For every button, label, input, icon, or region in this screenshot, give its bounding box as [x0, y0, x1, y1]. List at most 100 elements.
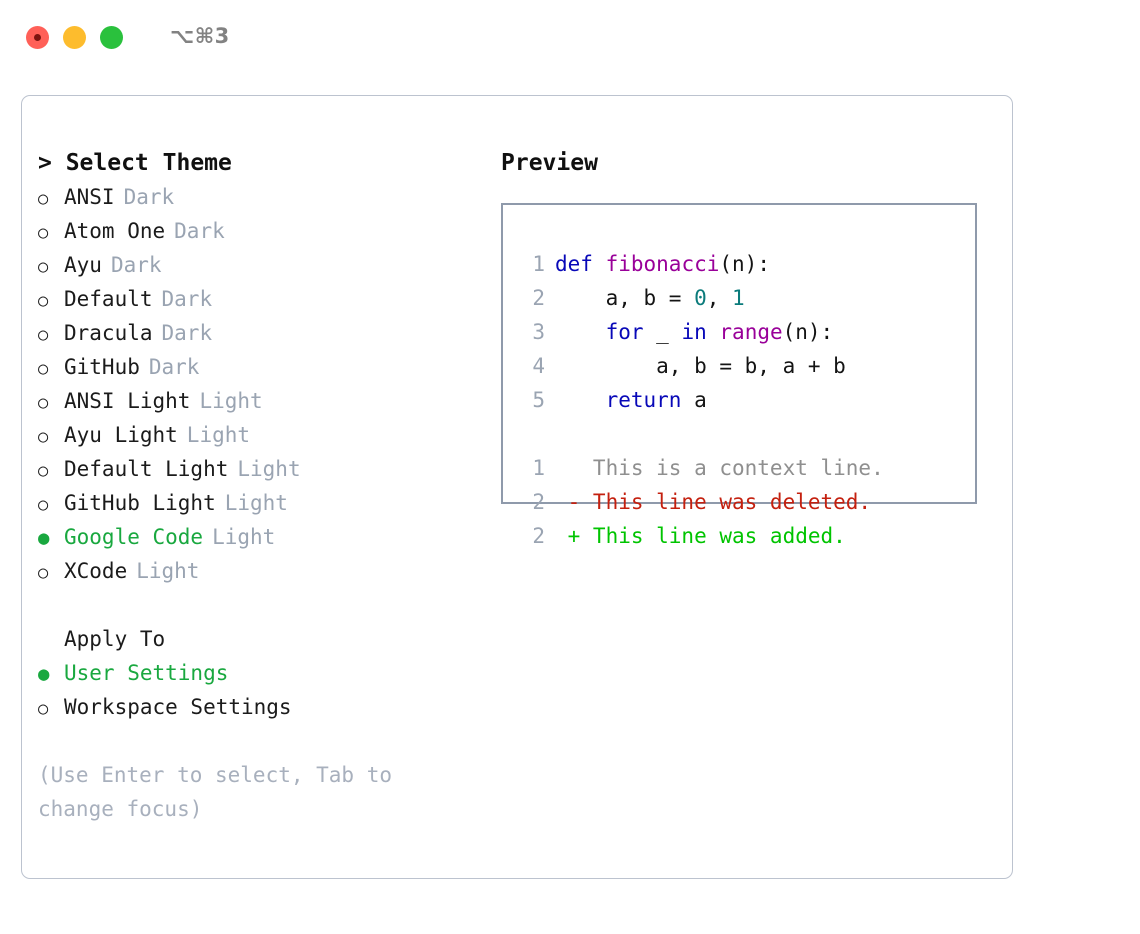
code-token	[593, 247, 606, 281]
preview-column: Preview	[501, 146, 996, 180]
theme-option-label: GitHub	[64, 355, 140, 379]
code-line: 4 a, b = b, a + b	[519, 349, 884, 383]
code-token	[555, 383, 606, 417]
close-window-button[interactable]	[26, 26, 49, 49]
line-number: 4	[532, 354, 545, 378]
theme-option-tag: Dark	[174, 219, 225, 243]
select-theme-heading: > Select Theme	[38, 150, 232, 176]
radio-unselected-icon: ○	[38, 189, 49, 209]
apply-to-section: Apply To ●User Settings○Workspace Settin…	[38, 622, 478, 724]
line-number: 2	[532, 490, 545, 514]
apply-to-heading: Apply To	[38, 622, 478, 656]
diff-line-del: 2 - This line was deleted.	[519, 485, 884, 519]
theme-option-tag: Dark	[161, 321, 213, 345]
code-token: return	[605, 388, 682, 412]
code-line: 5 return a	[519, 383, 884, 417]
code-blank-line	[519, 417, 884, 451]
theme-option-tag: Light	[186, 423, 251, 447]
apply-to-option-user-settings[interactable]: ●User Settings	[38, 656, 478, 690]
diff-line-text: This is a context line.	[555, 456, 884, 480]
theme-option-label: Default Light	[64, 457, 229, 481]
theme-option-default[interactable]: ○ Default Dark	[38, 282, 478, 316]
apply-to-list: ●User Settings○Workspace Settings	[38, 656, 478, 724]
theme-option-tag: Light	[212, 525, 276, 549]
line-number: 1	[532, 252, 545, 276]
radio-selected-icon: ●	[38, 527, 50, 549]
code-line: 3 for _ in range(n):	[519, 315, 884, 349]
theme-option-label: Ayu Light	[64, 423, 178, 447]
theme-option-tag: Light	[136, 559, 200, 583]
theme-option-tag: Light	[224, 491, 288, 515]
apply-to-heading-label: Apply To	[64, 627, 166, 651]
code-token	[707, 315, 720, 349]
minimize-window-button[interactable]	[63, 26, 86, 49]
theme-option-xcode[interactable]: ○ XCode Light	[38, 554, 478, 588]
theme-option-tag: Dark	[110, 253, 162, 277]
theme-option-tag: Dark	[161, 287, 213, 311]
theme-option-label: Default	[64, 287, 153, 311]
code-token	[555, 315, 606, 349]
title-bar: ⌥⌘3	[0, 0, 1140, 76]
line-number: 5	[532, 388, 545, 412]
diff-line-text: + This line was added.	[555, 524, 846, 548]
theme-option-ayu-light[interactable]: ○ Ayu Light Light	[38, 418, 478, 452]
code-token: def	[555, 252, 593, 276]
line-number: 2	[532, 524, 545, 548]
apply-to-heading-spacer	[38, 624, 64, 658]
code-token: 0	[694, 286, 707, 310]
code-token: (n):	[782, 320, 834, 344]
code-token: for	[605, 320, 644, 344]
theme-option-tag: Light	[199, 389, 263, 413]
code-token: (n):	[719, 252, 770, 276]
theme-option-label: ANSI Light	[64, 389, 191, 413]
theme-option-github[interactable]: ○ GitHub Dark	[38, 350, 478, 384]
radio-unselected-icon: ○	[38, 699, 49, 719]
theme-option-tag: Dark	[148, 355, 200, 379]
radio-unselected-icon: ○	[38, 359, 49, 379]
radio-unselected-icon: ○	[38, 563, 49, 583]
theme-option-label: XCode	[64, 559, 128, 583]
theme-option-label: Dracula	[64, 321, 153, 345]
theme-option-github-light[interactable]: ○ GitHub Light Light	[38, 486, 478, 520]
code-token: range	[719, 320, 783, 344]
theme-option-tag: Light	[237, 457, 301, 481]
radio-unselected-icon: ○	[38, 427, 49, 447]
theme-option-label: GitHub Light	[64, 491, 216, 515]
line-number: 1	[532, 456, 545, 480]
line-number: 2	[532, 286, 545, 310]
code-token: _	[643, 320, 682, 344]
code-line: 2 a, b = 0, 1	[519, 281, 884, 315]
theme-option-google-code[interactable]: ● Google Code Light	[38, 520, 478, 554]
theme-option-ansi-light[interactable]: ○ ANSI Light Light	[38, 384, 478, 418]
radio-unselected-icon: ○	[38, 495, 49, 515]
line-number: 3	[532, 320, 545, 344]
radio-selected-icon: ●	[38, 663, 50, 685]
preview-heading: Preview	[501, 150, 598, 176]
zoom-window-button[interactable]	[100, 26, 123, 49]
keyboard-hint-text: (Use Enter to select, Tab to change focu…	[38, 763, 405, 821]
theme-option-label: Google Code	[64, 525, 204, 549]
diff-line-add: 2 + This line was added.	[519, 519, 884, 553]
apply-to-option-workspace-settings[interactable]: ○Workspace Settings	[38, 690, 478, 724]
theme-option-label: Ayu	[64, 253, 102, 277]
code-token: a	[681, 388, 707, 412]
theme-option-label: Atom One	[64, 219, 166, 243]
theme-option-tag: Dark	[123, 185, 175, 209]
radio-unselected-icon: ○	[38, 393, 49, 413]
code-token: 1	[732, 286, 745, 310]
code-token: a, b = b, a + b	[555, 354, 846, 378]
diff-line-text: - This line was deleted.	[555, 490, 872, 514]
radio-unselected-icon: ○	[38, 291, 49, 311]
